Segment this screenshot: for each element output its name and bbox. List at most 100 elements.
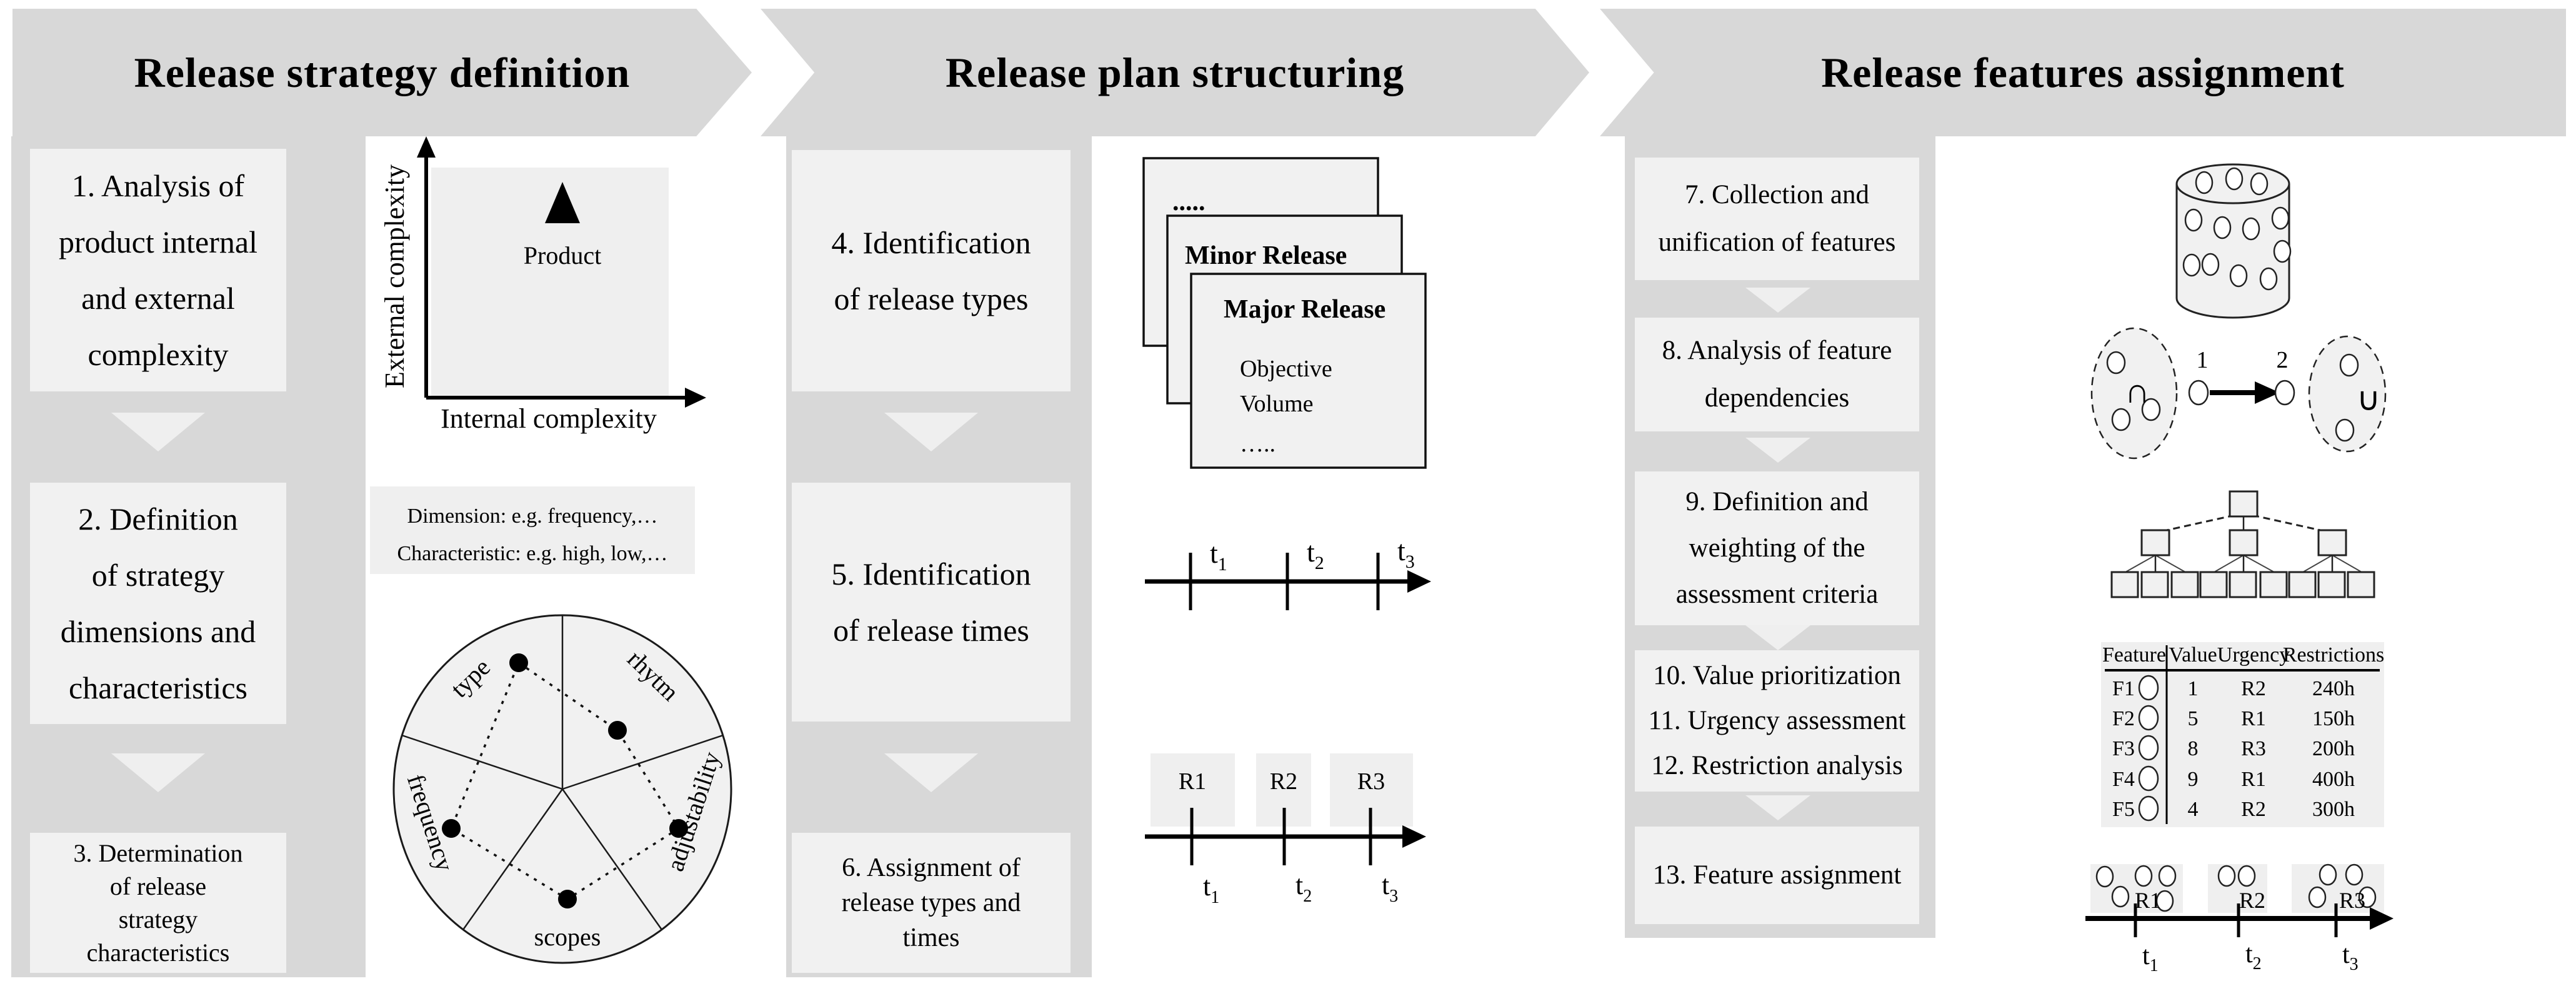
phase-band-features: Release features assignment [1600, 9, 2566, 136]
step-5-box: 5. Identification of release times [792, 483, 1071, 722]
tick-label: t3 [1397, 535, 1415, 572]
feature-circle [2201, 253, 2220, 276]
table-row-urgency: R1 [2241, 768, 2266, 791]
dependency-node [2274, 380, 2295, 406]
step-2-line: dimensions and [60, 614, 256, 649]
tree-edge [2125, 555, 2156, 573]
tree-edge [2332, 555, 2362, 573]
wheel-dot [669, 819, 688, 838]
table-row-value: 8 [2188, 737, 2199, 760]
phase-title-features: Release features assignment [1821, 48, 2345, 96]
step-9-line: 9. Definition and [1685, 487, 1869, 516]
step-6-box: 6. Assignment of release types and times [792, 833, 1071, 973]
step-13-line: 13. Feature assignment [1652, 860, 1902, 890]
step-6-line: times [902, 923, 960, 952]
tree-leaf [2259, 571, 2288, 598]
release-label: R2 [1270, 768, 1297, 795]
step-5-line: of release times [833, 613, 1029, 648]
step-2-box: 2. Definition of strategy dimensions and… [30, 483, 286, 724]
card-major-field: Objective [1240, 356, 1332, 382]
product-marker-icon [545, 182, 580, 223]
wheel-spoke [561, 788, 663, 930]
tree-leaf [2199, 571, 2228, 598]
release-type-cards: ..... Minor Release Major Release Object… [1142, 157, 1427, 469]
step-2-line: 2. Definition [78, 501, 238, 536]
step-4-box: 4. Identification of release types [792, 150, 1071, 391]
feature-circle [2319, 863, 2337, 886]
tree-node [2140, 529, 2170, 556]
step-9-line: assessment criteria [1675, 580, 1879, 609]
feature-circle [2134, 865, 2153, 887]
feature-circle [2182, 253, 2201, 277]
step-1-box: 1. Analysis of product internal and exte… [30, 149, 286, 391]
feature-circle [2111, 885, 2130, 908]
step-10-12-box: 10. Value prioritization 11. Urgency ass… [1635, 650, 1919, 792]
step-6-line: release types and [841, 888, 1021, 917]
table-row-restriction: 200h [2312, 737, 2355, 760]
phase-band-strategy: Release strategy definition [12, 9, 752, 136]
tree-leaf [2288, 571, 2317, 598]
feature-dependencies: ∩ 1 2 ∪ [2090, 327, 2387, 460]
step-1-line: product internal [59, 224, 257, 259]
card-minor-title: Minor Release [1185, 241, 1347, 270]
card-back-dots: ..... [1172, 188, 1206, 216]
feature-pool-database [2175, 163, 2292, 319]
tree-edge-dashed [2252, 514, 2327, 533]
table-row-value: 4 [2188, 798, 2199, 821]
criteria-tree [2110, 490, 2375, 598]
feature-circle [2229, 264, 2248, 288]
table-row-feature: F1 [2112, 677, 2135, 700]
complexity-plot-area [431, 168, 669, 398]
feature-circle [2273, 239, 2292, 263]
feature-circle [2259, 267, 2278, 291]
step-10-line: 10. Value prioritization [1653, 661, 1901, 690]
release-label: R1 [2135, 888, 2161, 913]
tree-edge [2302, 555, 2333, 573]
feature-circle [2138, 735, 2159, 761]
feature-table: Feature Value Urgency Restrictions F1 1 … [2101, 642, 2384, 827]
step-1-line: and external [81, 281, 235, 316]
x-axis-arrow-icon [685, 388, 706, 408]
y-axis-label: External complexity [379, 164, 410, 388]
table-row-feature: F2 [2112, 707, 2135, 730]
table-row-value: 5 [2188, 707, 2199, 730]
tree-leaf [2170, 571, 2199, 598]
feature-circle [2242, 217, 2260, 241]
step-7-line: 7. Collection and [1685, 180, 1869, 209]
feature-circle [2345, 863, 2364, 886]
step-2-line: of strategy [91, 558, 225, 593]
y-axis-arrow-icon [417, 136, 436, 158]
tick-label: t3 [1382, 870, 1398, 906]
tree-leaf [2317, 571, 2346, 598]
step-1-line: 1. Analysis of [71, 168, 245, 203]
timeline-arrow-icon [1407, 570, 1431, 593]
wheel-spoke [462, 788, 564, 930]
tick-label: t1 [2142, 942, 2159, 975]
step-1-line: complexity [87, 337, 229, 372]
step-8-line: 8. Analysis of feature [1662, 336, 1892, 365]
step-7-line: unification of features [1658, 228, 1896, 257]
wheel-spoke [562, 734, 724, 790]
release-times-timeline: t1 t2 t3 [1145, 535, 1431, 610]
feature-circle [2225, 167, 2244, 191]
tree-edge [2155, 555, 2186, 573]
feature-circle [2250, 172, 2269, 196]
step-8-line: dependencies [1704, 383, 1850, 413]
step-6-line: 6. Assignment of [842, 853, 1021, 882]
card-major-title: Major Release [1224, 295, 1385, 324]
feature-circle [2138, 795, 2159, 822]
feature-circle [2217, 865, 2236, 887]
col-header-urgency: Urgency [2217, 643, 2290, 667]
step-3-line: 3. Determination [73, 839, 243, 867]
step-9-line: weighting of the [1689, 533, 1865, 563]
flow-arrow-down-icon [884, 753, 978, 792]
col-header-restrictions: Restrictions [2283, 643, 2384, 667]
types-times-timeline: R1 R2 R3 t1 t2 t3 [1145, 753, 1426, 907]
wheel-profile-line [449, 661, 681, 901]
feature-circle [2271, 206, 2290, 230]
tree-edge [2214, 555, 2244, 573]
feature-circle [2095, 865, 2114, 888]
feature-circle [2308, 886, 2327, 908]
